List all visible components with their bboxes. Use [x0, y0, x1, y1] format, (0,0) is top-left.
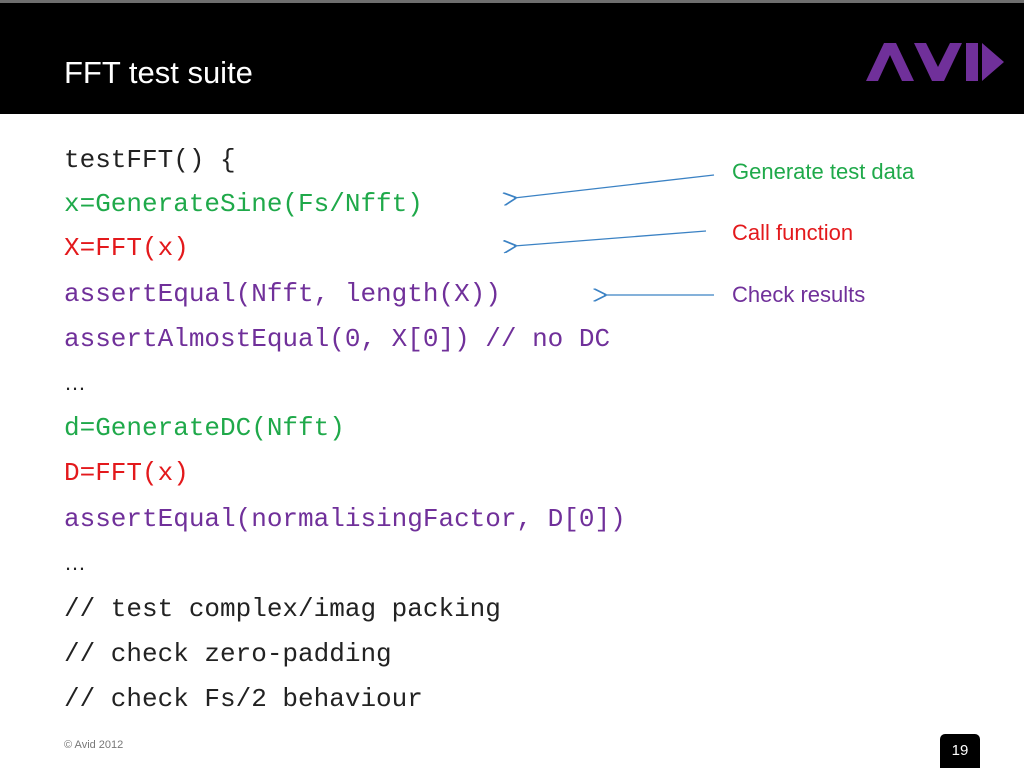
slide-title: FFT test suite — [64, 55, 253, 90]
code-line: D=FFT(x) — [64, 458, 189, 488]
arrow-generate-test-data — [514, 174, 715, 198]
annotation-call-function: Call function — [732, 220, 854, 245]
code-line: // test complex/imag packing — [64, 594, 501, 624]
code-line: // check Fs/2 behaviour — [64, 684, 423, 714]
code-line: … — [64, 370, 86, 395]
code-line: X=FFT(x) — [64, 233, 189, 263]
code-line: // check zero-padding — [64, 639, 392, 669]
title-bar: FFT test suite — [0, 0, 1024, 114]
annotation-generate-test-data: Generate test data — [732, 159, 915, 184]
code-line: assertEqual(normalisingFactor, D[0]) — [64, 504, 626, 534]
page-number-badge: 19 — [940, 734, 980, 768]
code-line: assertAlmostEqual(0, X[0]) // no DC — [64, 324, 611, 354]
code-line: testFFT() { — [64, 145, 236, 175]
annotation-check-results: Check results — [732, 282, 866, 307]
copyright-footer: © Avid 2012 — [64, 739, 124, 751]
avid-logo — [866, 43, 1004, 81]
code-line: assertEqual(Nfft, length(X)) — [64, 279, 501, 309]
code-line: x=GenerateSine(Fs/Nfft) — [64, 189, 423, 219]
code-line: d=GenerateDC(Nfft) — [64, 413, 345, 443]
code-line: … — [64, 550, 86, 575]
arrow-call-function — [514, 230, 707, 246]
